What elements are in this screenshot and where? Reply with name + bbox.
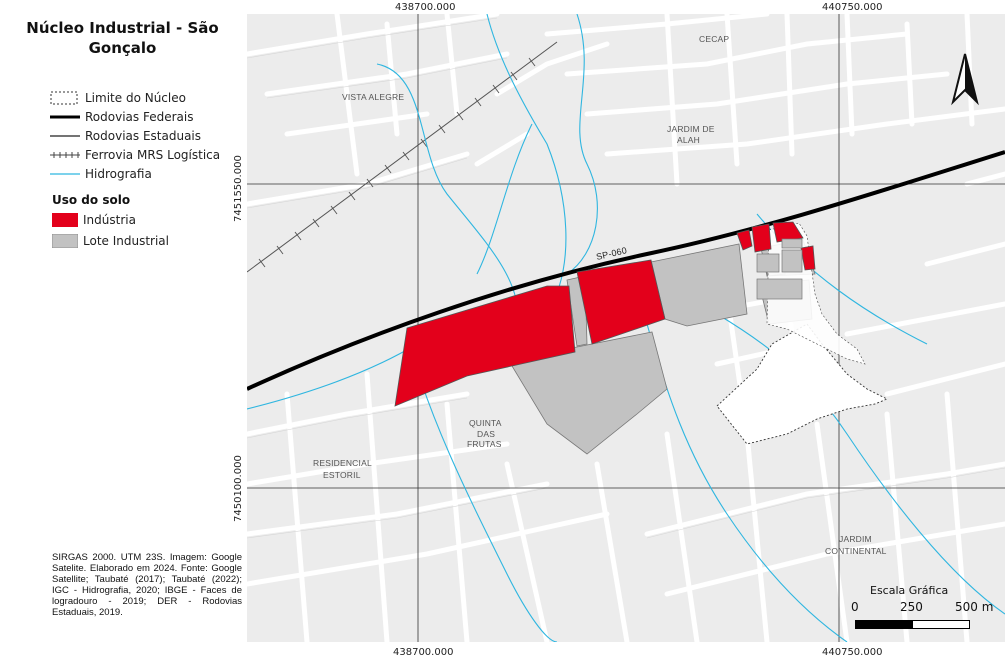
industry-areas — [394, 221, 816, 407]
legend-section-title: Uso do solo — [52, 193, 131, 207]
place-label: DAS — [477, 429, 495, 439]
federal-road — [247, 150, 1005, 391]
coord-bottom-left: 438700.000 — [393, 647, 454, 658]
scale-title: Escala Gráfica — [870, 584, 949, 597]
legend-item-rodovias-federais: Rodovias Federais — [50, 109, 193, 125]
place-label: RESIDENCIAL — [313, 458, 372, 468]
scale-bar: Escala Gráfica 0 250 500 m — [845, 584, 995, 634]
scale-label-250: 250 — [900, 600, 923, 614]
legend-label: Limite do Núcleo — [85, 91, 186, 105]
place-label: ALAH — [677, 135, 700, 145]
dashed-box-icon — [50, 91, 80, 105]
map-title: Núcleo Industrial - São Gonçalo — [26, 19, 219, 57]
water-line-icon — [50, 167, 80, 181]
legend-item-rodovias-estaduais: Rodovias Estaduais — [50, 128, 201, 144]
north-arrow-icon — [951, 53, 979, 106]
legend-item-limite: Limite do Núcleo — [50, 90, 186, 106]
coord-top-left: 438700.000 — [395, 2, 456, 13]
street-network — [247, 14, 1005, 642]
industry-east-3 — [772, 221, 804, 243]
industry-east-2 — [751, 223, 772, 253]
scale-bar-graphic — [855, 620, 970, 629]
lot-quinta — [511, 331, 668, 455]
legend-label: Rodovias Estaduais — [85, 129, 202, 143]
place-label: JARDIM DE — [667, 124, 715, 134]
nucleus-boundary — [716, 323, 889, 445]
coord-top-right: 440750.000 — [822, 2, 883, 13]
place-label: CECAP — [699, 34, 729, 44]
thick-line-icon — [50, 110, 80, 124]
place-label: VISTA ALEGRE — [342, 92, 404, 102]
credits-text: SIRGAS 2000. UTM 23S. Imagem: Google Sat… — [52, 552, 242, 618]
legend-label: Hidrografia — [85, 167, 152, 181]
industry-swatch — [52, 213, 78, 227]
legend-label: Lote Industrial — [83, 234, 169, 248]
legend-label: Ferrovia MRS Logística — [85, 148, 221, 162]
place-label: QUINTA — [469, 418, 502, 428]
scale-label-500: 500 m — [955, 600, 994, 614]
legend-label: Indústria — [83, 213, 136, 227]
coordinate-grid — [247, 14, 1005, 642]
lot-swatch — [51, 233, 79, 249]
industry-east-1 — [736, 229, 753, 251]
map-frame: SP-060 — [247, 14, 1005, 642]
industry-west — [394, 285, 576, 407]
scale-label-0: 0 — [851, 600, 859, 614]
place-label: FRUTAS — [467, 439, 502, 449]
coord-left-upper: 7451550.000 — [233, 155, 244, 222]
legend-item-industria: Indústria — [52, 212, 136, 228]
railway-line-icon — [50, 148, 80, 162]
industry-middle — [576, 259, 666, 345]
place-label: ESTORIL — [323, 470, 361, 480]
legend-item-hidrografia: Hidrografia — [50, 166, 152, 182]
place-label: CONTINENTAL — [825, 546, 887, 556]
legend-item-ferrovia: Ferrovia MRS Logística — [50, 147, 220, 163]
railway-line — [247, 41, 558, 273]
legend-label: Rodovias Federais — [85, 110, 194, 124]
thin-line-icon — [50, 129, 80, 143]
coord-bottom-right: 440750.000 — [822, 647, 883, 658]
coord-left-lower: 7450100.000 — [233, 455, 244, 522]
industry-east-4 — [800, 245, 816, 271]
map-canvas: SP-060 — [247, 14, 1005, 642]
place-label: JARDIM — [839, 534, 872, 544]
legend-item-lote: Lote Industrial — [51, 233, 169, 249]
